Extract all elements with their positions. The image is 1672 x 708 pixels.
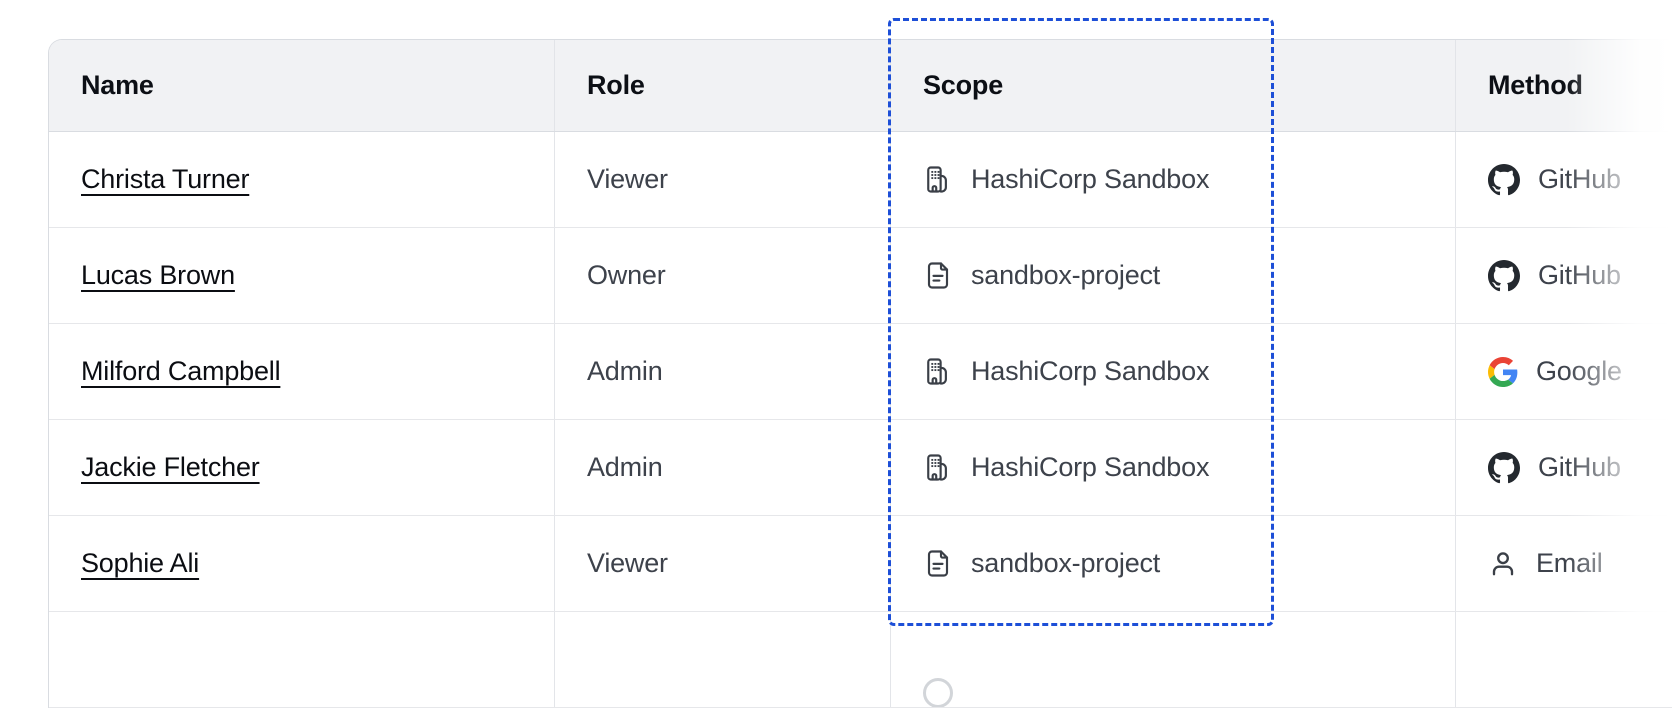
- scope-cell: sandbox-project: [891, 516, 1456, 611]
- member-name-link[interactable]: Milford Campbell: [81, 356, 281, 386]
- member-name-link[interactable]: Jackie Fletcher: [81, 452, 260, 482]
- method-cell: GitHub: [1456, 420, 1672, 515]
- method-label: GitHub: [1538, 164, 1621, 194]
- table-row: Jackie Fletcher Admin HashiCorp Sandbox …: [49, 420, 1672, 516]
- scope-cell: HashiCorp Sandbox: [891, 132, 1456, 227]
- org-icon: [927, 166, 947, 193]
- method-label: Google: [1536, 356, 1622, 386]
- role-cell: [555, 612, 891, 707]
- scope-label: HashiCorp Sandbox: [971, 356, 1210, 386]
- file-text-icon: [927, 262, 949, 289]
- name-cell: Milford Campbell: [49, 324, 555, 419]
- table-row: Christa Turner Viewer HashiCorp Sandbox …: [49, 132, 1672, 228]
- role-label: Admin: [587, 356, 663, 386]
- scope-cell: HashiCorp Sandbox: [891, 420, 1456, 515]
- scope-label: HashiCorp Sandbox: [971, 452, 1210, 482]
- method-label: GitHub: [1538, 260, 1621, 290]
- member-name-link[interactable]: Lucas Brown: [81, 260, 235, 290]
- method-cell: GitHub: [1456, 132, 1672, 227]
- scope-label: sandbox-project: [971, 548, 1161, 578]
- table-header-row: Name Role Scope Method: [49, 40, 1672, 132]
- method-cell: [1456, 612, 1672, 707]
- column-header-scope: Scope: [891, 40, 1456, 131]
- role-cell: Admin: [555, 420, 891, 515]
- method-label: GitHub: [1538, 452, 1621, 482]
- method-label: Email: [1536, 548, 1603, 578]
- role-cell: Owner: [555, 228, 891, 323]
- role-label: Owner: [587, 260, 666, 290]
- role-label: Viewer: [587, 548, 668, 578]
- member-name-link[interactable]: Sophie Ali: [81, 548, 200, 578]
- scope-cell: [891, 612, 1456, 707]
- column-header-name: Name: [49, 40, 555, 131]
- column-header-method: Method: [1488, 70, 1583, 100]
- github-icon: [1488, 259, 1520, 291]
- name-cell: Lucas Brown: [49, 228, 555, 323]
- member-name-link[interactable]: Christa Turner: [81, 164, 250, 194]
- method-cell: GitHub: [1456, 228, 1672, 323]
- github-icon: [1488, 163, 1520, 195]
- scope-label: HashiCorp Sandbox: [971, 164, 1210, 194]
- table-row-partial: [49, 612, 1672, 708]
- method-cell: Google: [1456, 324, 1672, 419]
- name-cell: [49, 612, 555, 707]
- org-icon: [927, 358, 947, 385]
- role-cell: Admin: [555, 324, 891, 419]
- user-icon: [1492, 552, 1514, 576]
- role-cell: Viewer: [555, 132, 891, 227]
- table-row: Lucas Brown Owner sandbox-project GitHub: [49, 228, 1672, 324]
- org-icon: [927, 454, 947, 481]
- table-row: Sophie Ali Viewer sandbox-project Email: [49, 516, 1672, 612]
- scope-cell: sandbox-project: [891, 228, 1456, 323]
- members-table: Name Role Scope Method Christa Turner Vi…: [48, 39, 1672, 708]
- column-header-role: Role: [555, 40, 891, 131]
- name-cell: Christa Turner: [49, 132, 555, 227]
- method-cell: Email: [1456, 516, 1672, 611]
- scope-cell: HashiCorp Sandbox: [891, 324, 1456, 419]
- scope-label: sandbox-project: [971, 260, 1161, 290]
- github-icon: [1488, 451, 1520, 483]
- role-cell: Viewer: [555, 516, 891, 611]
- role-label: Viewer: [587, 164, 668, 194]
- name-cell: Sophie Ali: [49, 516, 555, 611]
- file-text-icon: [927, 550, 949, 577]
- clipped-circle-icon: [923, 677, 953, 707]
- google-icon: [1488, 356, 1518, 387]
- table-row: Milford Campbell Admin HashiCorp Sandbox…: [49, 324, 1672, 420]
- role-label: Admin: [587, 452, 663, 482]
- name-cell: Jackie Fletcher: [49, 420, 555, 515]
